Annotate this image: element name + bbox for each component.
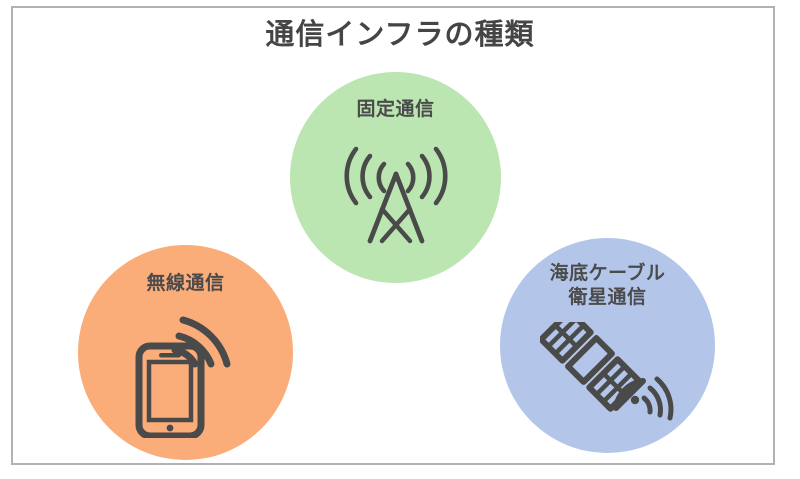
- smartphone-wifi-icon: [78, 300, 293, 440]
- bubble-label-satellite-line1: 海底ケーブル: [549, 263, 666, 284]
- page-title: 通信インフラの種類: [265, 19, 535, 51]
- satellite-icon: [500, 320, 715, 440]
- bubble-wireless-communication[interactable]: 無線通信: [78, 245, 293, 460]
- bubble-label-wireless: 無線通信: [146, 273, 225, 294]
- bubble-label-satellite: 海底ケーブル 衛星通信: [500, 262, 715, 311]
- bubble-label-fixed: 固定通信: [356, 99, 435, 120]
- bubble-submarine-satellite[interactable]: 海底ケーブル 衛星通信: [500, 238, 715, 453]
- bubble-label-satellite-line2: 衛星通信: [568, 287, 647, 309]
- bubble-fixed-communication[interactable]: 固定通信: [290, 72, 501, 283]
- broadcast-tower-icon: [290, 138, 501, 248]
